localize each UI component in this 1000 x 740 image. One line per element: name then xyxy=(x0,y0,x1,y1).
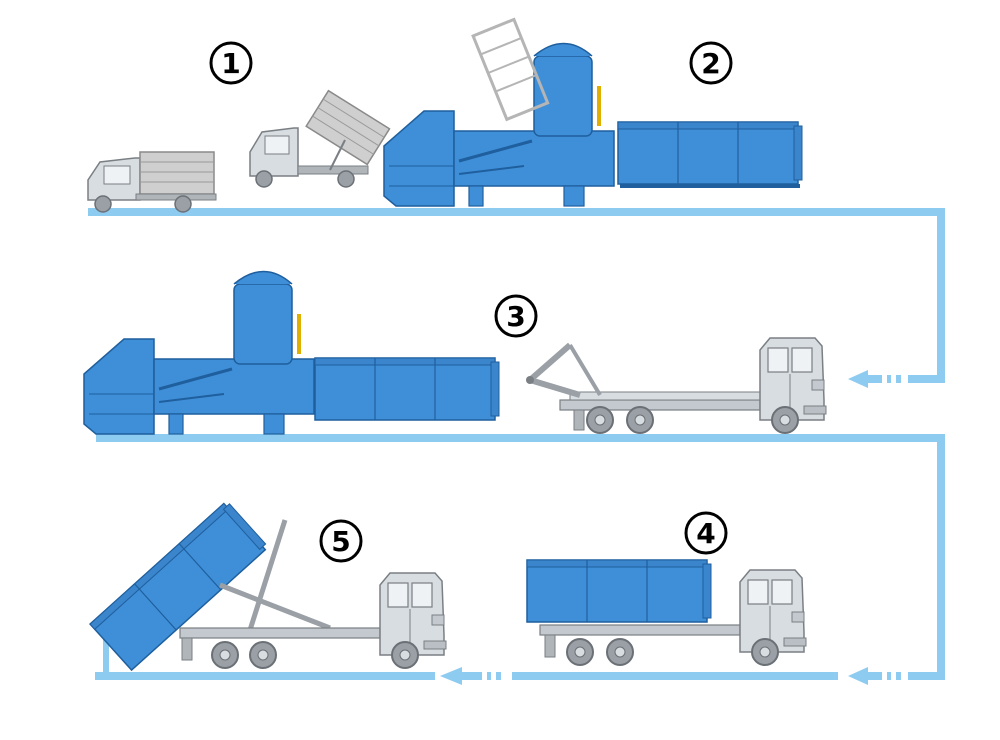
step-number-2: 2 xyxy=(701,47,720,80)
hook-arm xyxy=(526,342,602,398)
step-number-4: 4 xyxy=(696,517,715,550)
hook-lift-truck-tipping xyxy=(89,500,447,671)
compactor-station-row1 xyxy=(382,17,803,208)
step-badge-1: 1 xyxy=(209,41,253,85)
step-number-5: 5 xyxy=(331,525,350,558)
step-badge-4: 4 xyxy=(684,511,728,555)
hook-lift-truck-empty xyxy=(526,337,827,434)
step-number-3: 3 xyxy=(506,300,525,333)
small-garbage-truck-1 xyxy=(87,151,217,213)
tipper-ladder xyxy=(471,17,550,122)
step-badge-2: 2 xyxy=(689,41,733,85)
small-garbage-truck-2 xyxy=(249,89,391,188)
hook-lift-truck-loaded xyxy=(526,559,807,666)
step-badge-3: 3 xyxy=(494,294,538,338)
compactor-station-row2 xyxy=(82,270,500,436)
flow-line-row2 xyxy=(96,434,945,685)
step-number-1: 1 xyxy=(221,47,240,80)
flow-line-row3 xyxy=(95,612,838,685)
flow-line-row1 xyxy=(88,208,945,388)
step-badge-5: 5 xyxy=(319,519,363,563)
